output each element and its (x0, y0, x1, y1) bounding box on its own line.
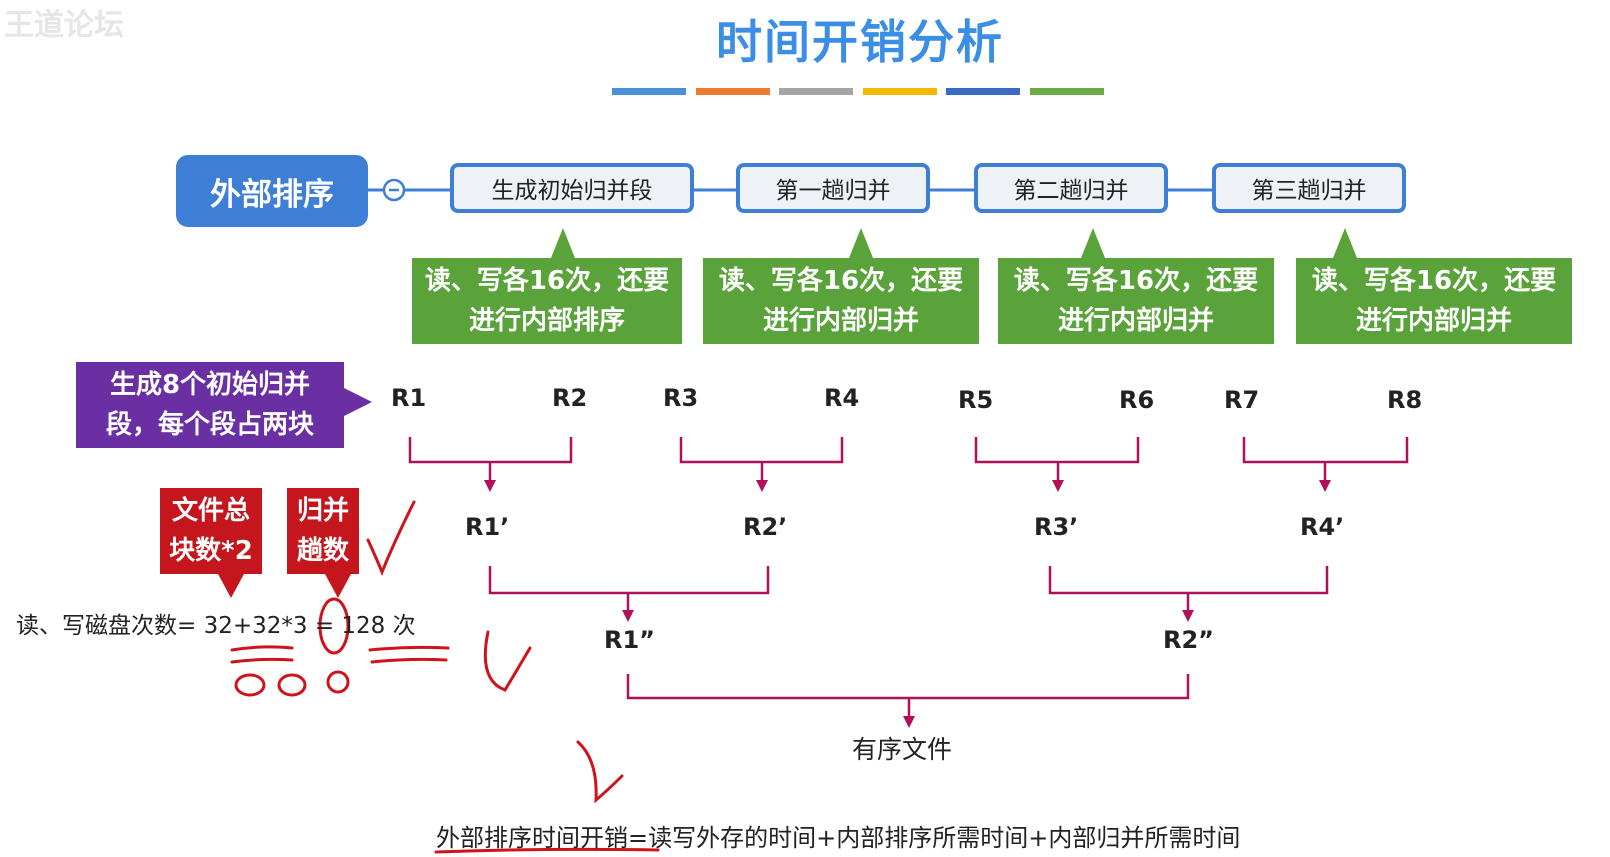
color-bar (1029, 88, 1104, 95)
root-node-external-sort: 外部排序 (176, 155, 368, 227)
color-bar (695, 88, 770, 95)
time-cost-formula: 外部排序时间开销=读写外存的时间+内部排序所需时间+内部归并所需时间 (436, 824, 1241, 852)
run-label: R4’ (1300, 513, 1345, 541)
run-label: R5 (958, 386, 994, 414)
callout-pointer (344, 388, 372, 416)
callout-pointer (551, 228, 575, 258)
run-label: R3 (663, 384, 699, 412)
page-title: 时间开销分析 (716, 15, 1004, 69)
color-bar (612, 88, 686, 95)
run-label: R1” (604, 626, 655, 654)
note-stage-pass-1: 读、写各16次，还要进行内部归并 (703, 258, 979, 344)
stage-merge-pass-3: 第三趟归并 (1212, 163, 1406, 213)
callout-pointer (1081, 228, 1105, 258)
stage-initial-runs: 生成初始归并段 (450, 163, 694, 213)
watermark-logo: 王道论坛 (4, 8, 124, 43)
run-label: R2” (1163, 626, 1214, 654)
run-label: R2’ (743, 513, 788, 541)
color-bar (862, 88, 937, 95)
run-label: R7 (1224, 386, 1260, 414)
run-label: R4 (824, 384, 860, 412)
note-stage-initial: 读、写各16次，还要进行内部排序 (412, 258, 682, 344)
run-label: R8 (1387, 386, 1423, 414)
note-stage-pass-3: 读、写各16次，还要进行内部归并 (1296, 258, 1572, 344)
stage-merge-pass-2: 第二趟归并 (974, 163, 1168, 213)
callout-pointer (218, 574, 244, 598)
merge-arrowheads (484, 480, 1331, 728)
run-label: R1 (391, 384, 427, 412)
callout-pointer (325, 574, 351, 598)
stage-merge-pass-1: 第一趟归并 (736, 163, 930, 213)
run-label: R1’ (465, 513, 510, 541)
run-label: R6 (1119, 386, 1155, 414)
callout-pointer (849, 228, 873, 258)
handwritten-annotations (230, 500, 660, 854)
color-bar (946, 88, 1020, 95)
color-bar (779, 88, 853, 95)
note-merge-passes: 归并趟数 (287, 488, 359, 574)
run-label: R2 (552, 384, 588, 412)
sorted-file-label: 有序文件 (852, 735, 953, 764)
note-stage-pass-2: 读、写各16次，还要进行内部归并 (998, 258, 1274, 344)
note-total-blocks: 文件总块数*2 (160, 488, 262, 574)
merge-brackets (408, 437, 1409, 718)
run-label: R3’ (1034, 513, 1079, 541)
note-initial-runs-count: 生成8个初始归并段，每个段占两块 (76, 362, 344, 448)
disk-io-count-formula: 读、写磁盘次数= 32+32*3 = 128 次 (16, 613, 416, 639)
callout-pointer (1333, 228, 1357, 258)
